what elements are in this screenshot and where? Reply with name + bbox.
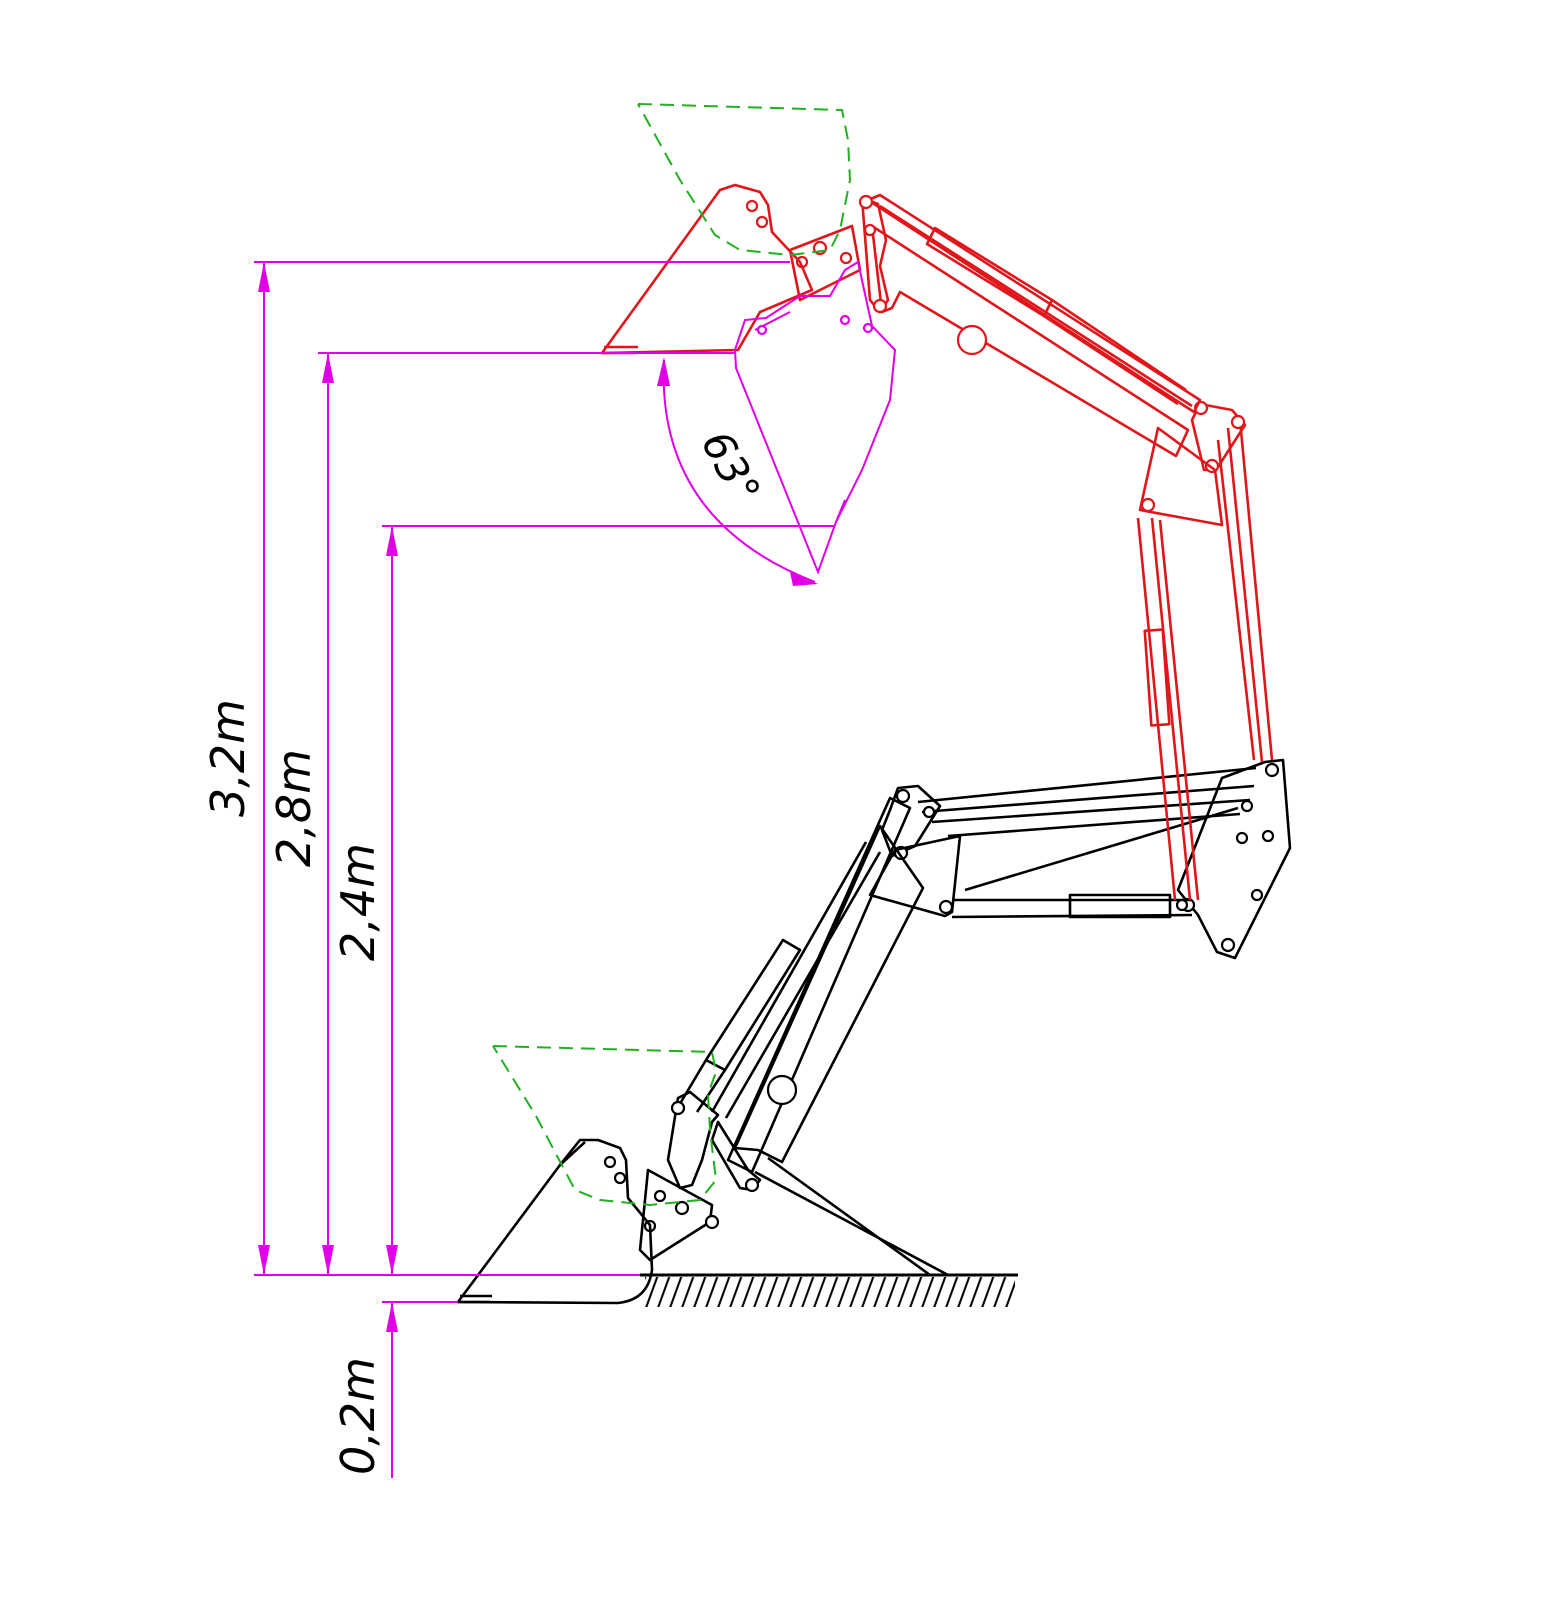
dim-label-dig-depth: 0,2m	[331, 1357, 385, 1475]
ground	[640, 1273, 1018, 1307]
bucket-dumped	[733, 260, 897, 575]
dim-label-dump-clearance: 2,4m	[331, 843, 385, 961]
bucket-curl-outline-raised	[637, 103, 852, 257]
dim-label-dump-height: 2,8m	[267, 749, 321, 867]
dimension-lines	[254, 261, 835, 1478]
dim-label-max-height: 3,2m	[201, 699, 255, 817]
bucket-curl-outline-lowered	[492, 1045, 718, 1207]
angle-label-dump: 63°	[692, 423, 770, 512]
loader-raised	[600, 183, 1274, 901]
loader-lowered	[456, 758, 1292, 1305]
